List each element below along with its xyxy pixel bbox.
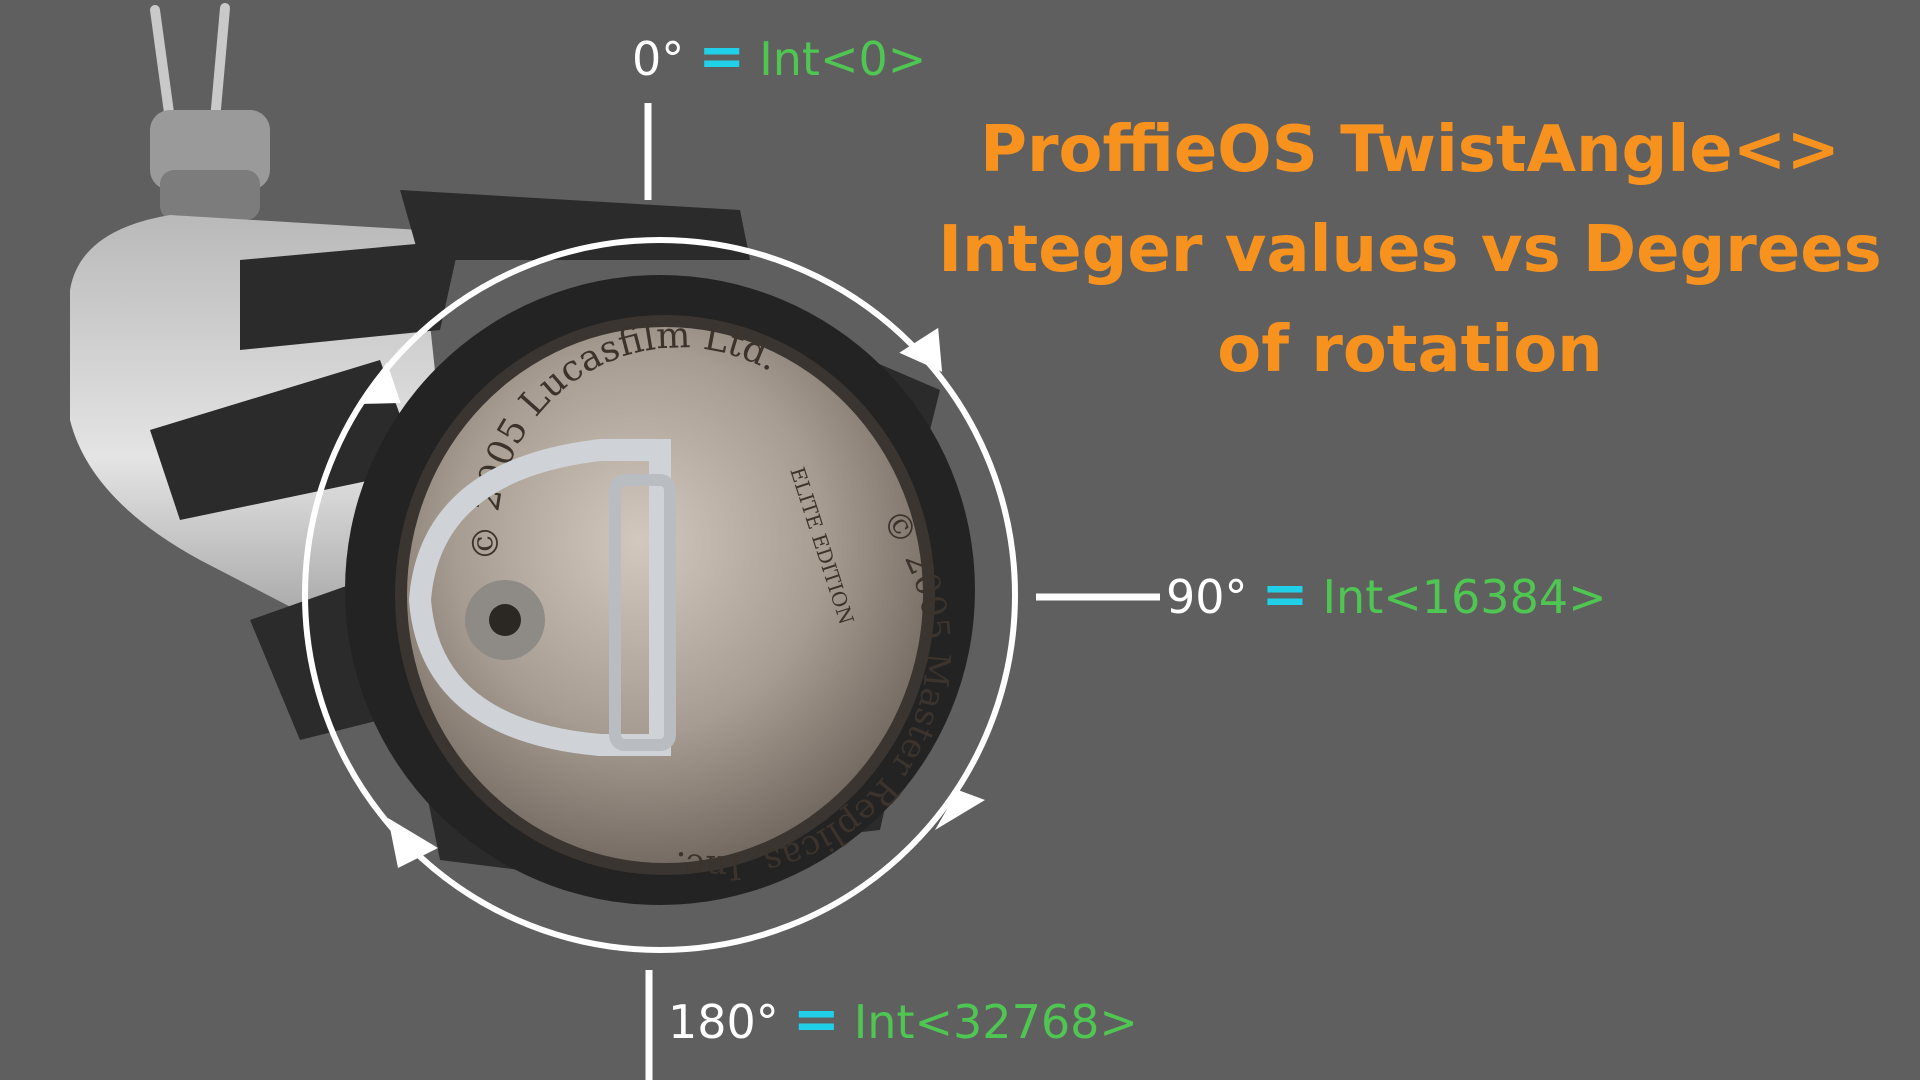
angle-label-90: 90°=Int<16384> bbox=[1166, 565, 1607, 627]
arrow-counterclockwise-top-left-icon bbox=[357, 362, 401, 405]
degree-value: 90° bbox=[1166, 570, 1248, 624]
equals-sign: = bbox=[792, 987, 840, 1052]
arrow-clockwise-top-right-icon bbox=[899, 327, 943, 372]
angle-label-0: 0°=Int<0> bbox=[632, 27, 926, 89]
rotation-arrows bbox=[357, 327, 985, 868]
angle-label-180: 180°=Int<32768> bbox=[668, 990, 1138, 1052]
equals-sign: = bbox=[1261, 562, 1309, 627]
arrow-counterclockwise-bottom-left-icon bbox=[388, 818, 438, 868]
title-line-1: ProffieOS TwistAngle<> bbox=[980, 113, 1840, 187]
int-value: Int<32768> bbox=[853, 995, 1138, 1049]
diagram-title: ProffieOS TwistAngle<> Integer values vs… bbox=[930, 100, 1890, 400]
angle-ticks bbox=[644, 103, 1160, 1080]
rotation-circle bbox=[302, 237, 1018, 953]
title-line-3: of rotation bbox=[1217, 313, 1603, 387]
int-value: Int<16384> bbox=[1322, 570, 1607, 624]
degree-value: 180° bbox=[668, 995, 779, 1049]
degree-value: 0° bbox=[632, 32, 685, 86]
title-line-2: Integer values vs Degrees bbox=[938, 213, 1882, 287]
arrow-clockwise-bottom-right-icon bbox=[935, 790, 985, 830]
int-value: Int<0> bbox=[759, 32, 927, 86]
saber-hilt-image: © 2005 Lucasfilm Ltd. © 2005 Master Repl… bbox=[70, 3, 975, 905]
equals-sign: = bbox=[698, 24, 746, 89]
